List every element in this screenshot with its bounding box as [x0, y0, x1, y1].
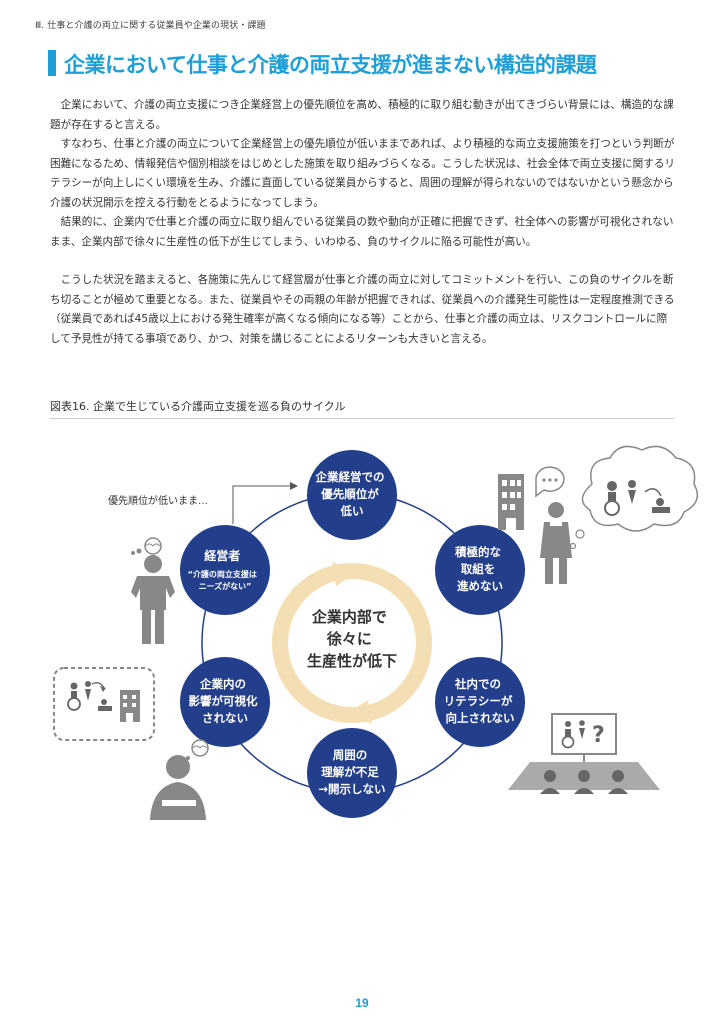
worried-employee-icon [150, 739, 209, 820]
caregiving-thought-bubble-icon [569, 445, 699, 550]
node-4-line-1: 周囲の [333, 748, 368, 762]
node-5-line-2: 影響が可視化 [188, 694, 257, 708]
speech-bubble-icon [535, 466, 565, 498]
company-building-icon [498, 474, 524, 530]
node-3-line-1: 社内での [454, 677, 501, 691]
node-6-line-2: “介護の両立支援は [188, 569, 257, 579]
svg-text:?: ? [592, 723, 605, 748]
annotation-arrow-icon [232, 482, 298, 524]
node-4-line-3: →開示しない [318, 782, 385, 796]
svg-text:経営者 “介護の両立支援は: 経営者 “介護の両立支援は ニーズがない” [188, 545, 263, 591]
center-line-3: 生産性が低下 [307, 652, 397, 670]
body-text: 企業において、介護の両立支援につき企業経営上の優先順位を高め、積極的に取り組む動… [50, 96, 676, 349]
node-4-line-2: 理解が不足 [321, 765, 379, 779]
cycle-svg: 企業内部で 徐々に 生産性が低下 企業経営での 優先順位が 低い 積極的な 取組… [53, 445, 699, 820]
node-impact-not-visible: 企業内の 影響が可視化 されない [180, 657, 270, 747]
paragraph-4: こうした状況を踏まえると、各施策に先んじて経営層が仕事と介護の両立に対してコミッ… [50, 274, 675, 345]
svg-text:社内での リテラシーが 向上: 社内での リテラシーが 向上されない [444, 677, 517, 725]
node-literacy-not-improved: 社内での リテラシーが 向上されない [435, 657, 525, 747]
node-1-line-2: 優先順位が [320, 487, 379, 501]
node-3-line-2: リテラシーが [444, 694, 513, 708]
svg-text:企業経営での 優先順位が 低: 企業経営での 優先順位が 低い [314, 470, 388, 518]
svg-text:積極的な 取組を 進めない: 積極的な 取組を 進めない [454, 545, 505, 593]
node-1-line-3: 低い [340, 504, 364, 518]
center-line-1: 企業内部で [311, 608, 387, 626]
center-cycle-arrow-icon [272, 562, 432, 724]
node-6-line-1: 経営者 [204, 548, 240, 563]
center-label: 企業内部で 徐々に 生産性が低下 [307, 608, 397, 670]
svg-text:企業内の 影響が可視化 され: 企業内の 影響が可視化 されない [188, 677, 261, 725]
node-manager: 経営者 “介護の両立支援は ニーズがない” [180, 525, 270, 615]
paragraph-3: 結果的に、企業内で仕事と介護の両立に取り組んでいる従業員の数や動向が正確に把握で… [50, 216, 674, 248]
node-no-active-measures: 積極的な 取組を 進めない [435, 525, 525, 615]
page-title: 企業において仕事と介護の両立支援が進まない構造的課題 [64, 53, 597, 77]
figure-caption-rule [50, 418, 674, 419]
node-no-disclosure: 周囲の 理解が不足 →開示しない [307, 728, 397, 818]
negative-cycle-diagram: 企業内部で 徐々に 生産性が低下 企業経営での 優先順位が 低い 積極的な 取組… [40, 440, 700, 840]
node-2-line-3: 進めない [457, 579, 503, 593]
svg-text:周囲の 理解が不足 →開示し: 周囲の 理解が不足 →開示しない [318, 748, 385, 796]
node-6-line-3: ニーズがない” [199, 581, 252, 591]
node-2-line-2: 取組を [461, 562, 496, 576]
title-accent-bar [48, 50, 56, 76]
annotation-text: 優先順位が低いまま… [108, 494, 208, 507]
thinking-employee-icon [540, 502, 572, 584]
figure-caption: 図表16. 企業で生じている介護両立支援を巡る負のサイクル [50, 400, 346, 413]
paragraph-2: すなわち、仕事と介護の両立について企業経営上の優先順位が低いままであれば、より積… [50, 138, 676, 209]
node-3-line-3: 向上されない [446, 711, 515, 725]
node-1-line-1: 企業経営での [314, 470, 384, 484]
node-5-line-1: 企業内の [199, 677, 246, 691]
node-2-line-1: 積極的な [454, 545, 501, 559]
meeting-screen-icon: ? [508, 713, 660, 794]
dashed-caregiving-box [53, 667, 155, 741]
worried-manager-icon [131, 537, 175, 644]
center-line-2: 徐々に [326, 630, 372, 648]
paragraph-1: 企業において、介護の両立支援につき企業経営上の優先順位を高め、積極的に取り組む動… [50, 99, 674, 131]
node-low-priority: 企業経営での 優先順位が 低い [307, 450, 397, 540]
running-header: Ⅲ. 仕事と介護の両立に関する従業員や企業の現状・課題 [35, 21, 266, 31]
node-5-line-3: されない [202, 711, 248, 725]
page-number: 19 [355, 996, 369, 1010]
